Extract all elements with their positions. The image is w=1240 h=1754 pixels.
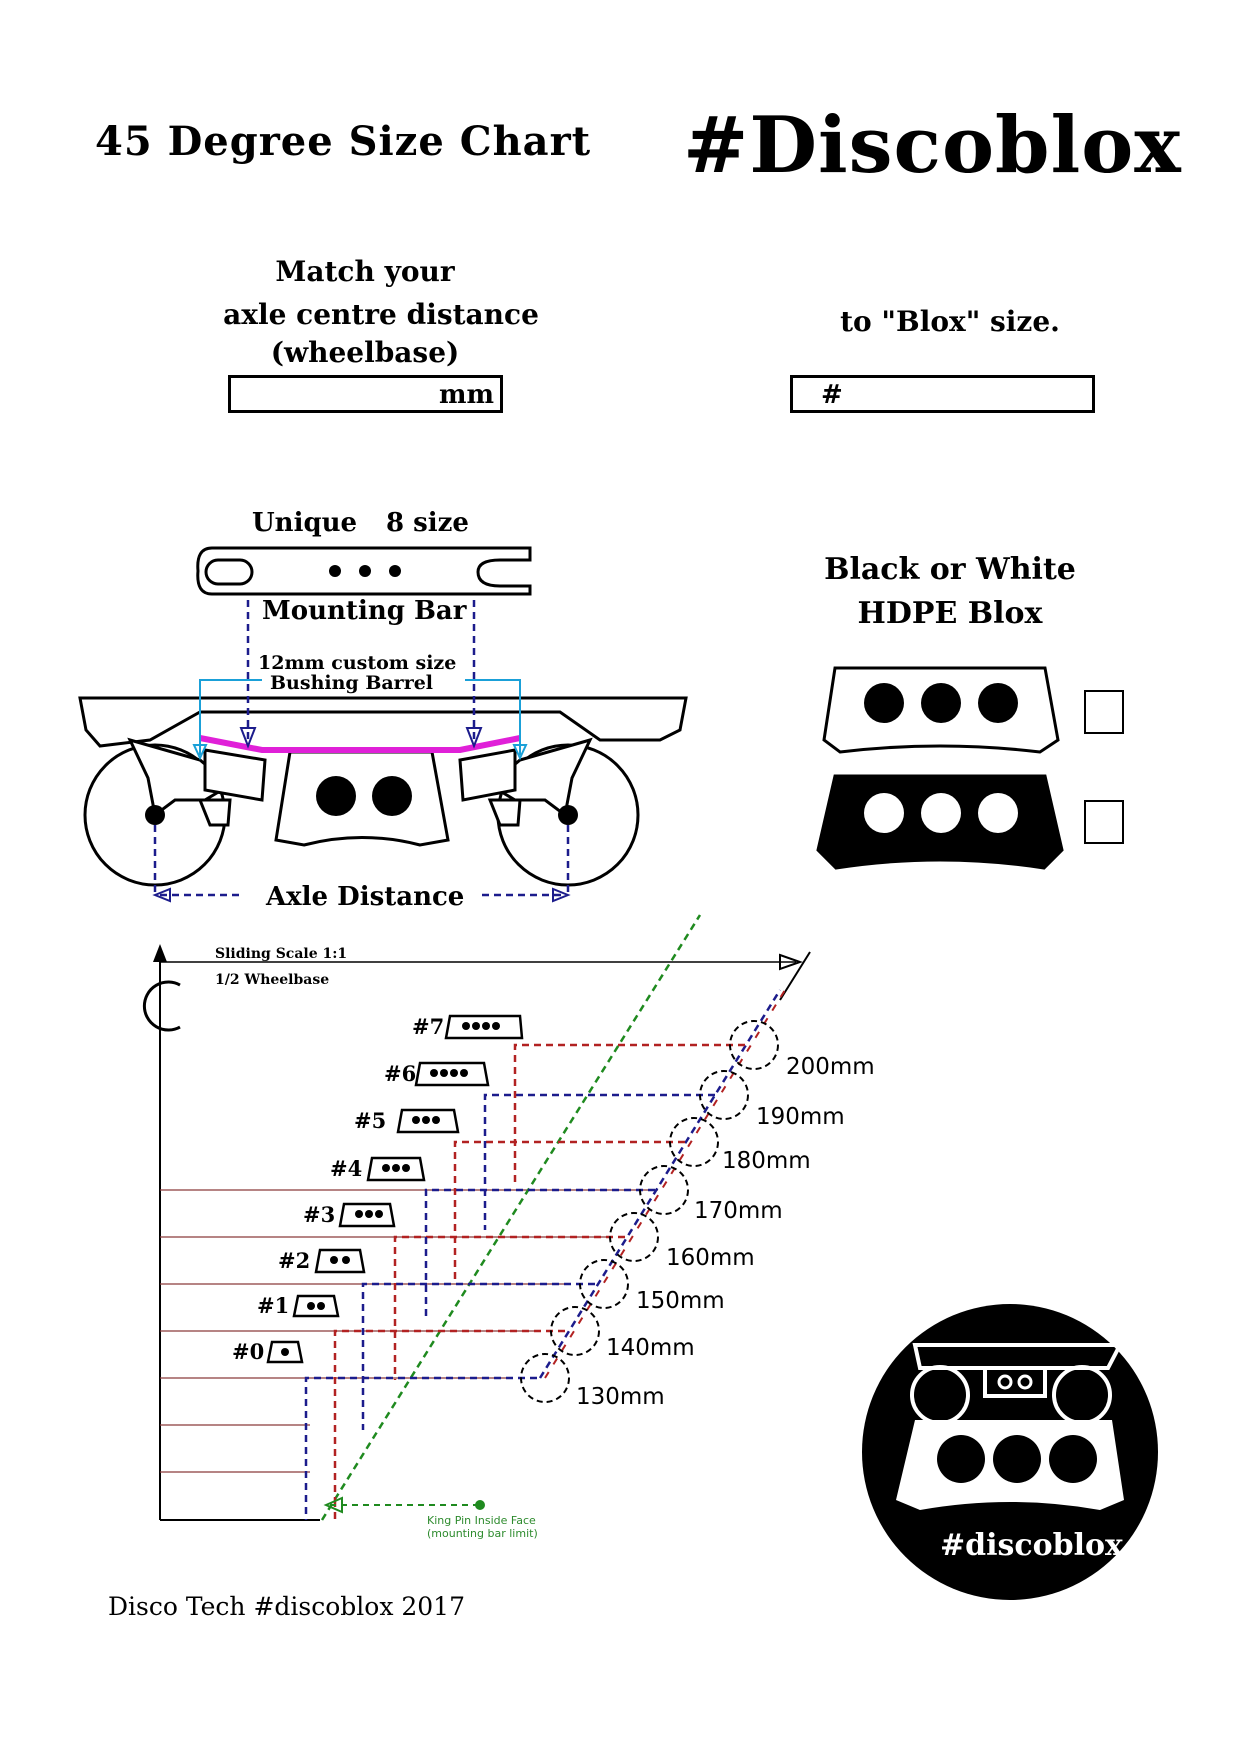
wheelbase-unit: mm (438, 380, 494, 410)
blox-prefix: # (821, 380, 843, 410)
wheelbase-label-150: 150mm (636, 1288, 725, 1314)
discoblox-logo (862, 1304, 1158, 1600)
white-blox-checkbox[interactable] (1084, 690, 1124, 734)
blox-size-field[interactable]: # (790, 375, 1095, 413)
truck-drawing (78, 600, 688, 903)
footer-text: Disco Tech #discoblox 2017 (108, 1592, 465, 1621)
king-pin-label: King Pin Inside Face (427, 1514, 536, 1527)
blox-label-4: #4 (330, 1156, 363, 1181)
blox-label-3: #3 (303, 1202, 336, 1227)
custom-size-label: 12mm custom size (258, 652, 457, 674)
wheelbase-label-140: 140mm (606, 1335, 695, 1361)
axle-distance-label: Axle Distance (266, 882, 465, 912)
black-blox-checkbox[interactable] (1084, 800, 1124, 844)
page-title: 45 Degree Size Chart (95, 118, 592, 165)
blox-label-2: #2 (278, 1248, 311, 1273)
mounting-bar-drawing (196, 546, 532, 596)
logo-text: #discoblox (940, 1528, 1123, 1563)
wheelbase-label-170: 170mm (694, 1198, 783, 1224)
brand-title: #Discoblox (683, 100, 1182, 191)
wheelbase-label-200: 200mm (786, 1054, 875, 1080)
blox-label-7: #7 (412, 1014, 445, 1039)
wheelbase-label-180: 180mm (722, 1148, 811, 1174)
black-blox (816, 774, 1064, 870)
instruction-line-3: (wheelbase) (270, 336, 460, 369)
instruction-line-2: axle centre distance (223, 298, 539, 331)
wheelbase-field[interactable]: mm (228, 375, 503, 413)
mounting-bar-label: Mounting Bar (262, 596, 467, 626)
wheelbase-label-130: 130mm (576, 1384, 665, 1410)
bushing-barrel-label: Bushing Barrel (270, 672, 434, 694)
blox-label-6: #6 (384, 1061, 417, 1086)
blox-label-0: #0 (232, 1339, 265, 1364)
blox-label-1: #1 (257, 1293, 290, 1318)
instruction-line-1: Match your (275, 255, 455, 288)
material-line-2: HDPE Blox (857, 596, 1043, 631)
king-pin-limit-label: (mounting bar limit) (427, 1527, 538, 1540)
blox-label-5: #5 (354, 1108, 387, 1133)
size-label: 8 size (386, 508, 469, 538)
sliding-scale-label: Sliding Scale 1:1 (215, 946, 348, 962)
to-blox-label: to "Blox" size. (840, 305, 1060, 338)
sliding-scale (142, 914, 811, 1520)
wheelbase-label-190: 190mm (756, 1104, 845, 1130)
wheelbase-label-160: 160mm (666, 1245, 755, 1271)
material-line-1: Black or White (824, 552, 1076, 587)
half-wheelbase-label: 1/2 Wheelbase (215, 972, 330, 988)
white-blox (822, 666, 1060, 754)
unique-label: Unique (252, 508, 358, 538)
